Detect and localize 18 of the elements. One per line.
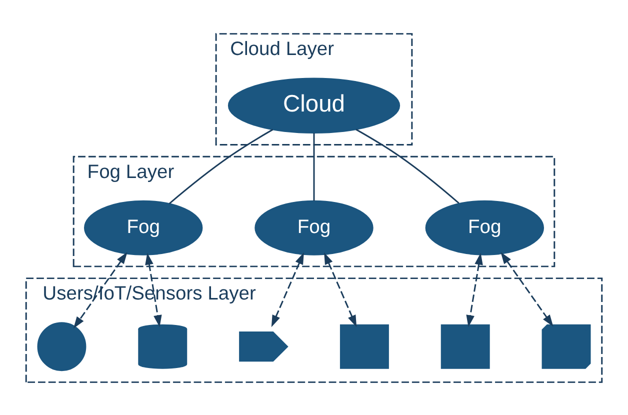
node-ellipse: Fog bbox=[84, 200, 203, 255]
arrow bbox=[271, 252, 304, 327]
arrow bbox=[466, 252, 483, 327]
node-gauge bbox=[37, 322, 86, 371]
arrow bbox=[145, 252, 162, 327]
connector bbox=[313, 132, 315, 200]
node-ellipse: Fog bbox=[425, 200, 544, 255]
arrow bbox=[500, 252, 554, 326]
node-car bbox=[440, 324, 490, 368]
node-ellipse: Cloud bbox=[228, 77, 400, 133]
node-ellipse: Fog bbox=[254, 200, 374, 255]
node-phone bbox=[340, 324, 389, 368]
arrow bbox=[324, 252, 357, 327]
node-camera bbox=[239, 330, 288, 362]
connector bbox=[168, 128, 274, 204]
arrow bbox=[73, 252, 128, 328]
connector bbox=[356, 128, 460, 204]
cluster: Users/IoT/Sensors Layer bbox=[25, 277, 603, 382]
